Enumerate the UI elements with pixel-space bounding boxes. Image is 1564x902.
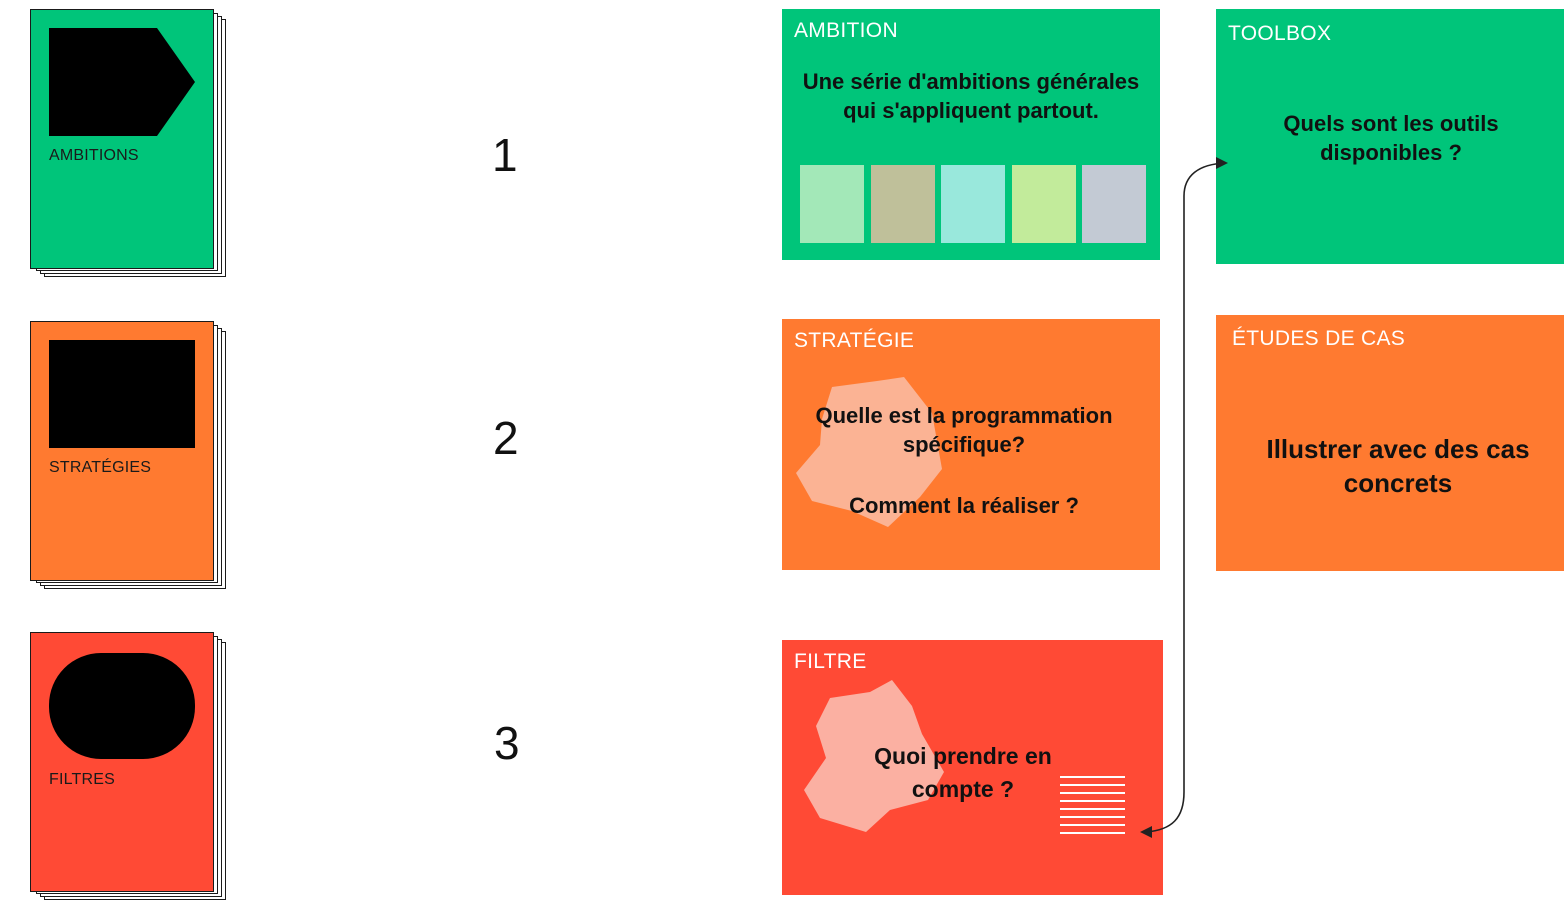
color-swatch bbox=[1012, 165, 1076, 243]
strategie-panel: STRATÉGIE Quelle est la programmation sp… bbox=[782, 319, 1160, 570]
toolbox-panel: TOOLBOX Quels sont les outils disponible… bbox=[1216, 9, 1564, 264]
etudes-de-cas-panel: ÉTUDES DE CAS Illustrer avec des cas con… bbox=[1216, 315, 1564, 571]
rectangle-icon bbox=[49, 340, 195, 448]
rounded-oval-icon bbox=[49, 653, 195, 759]
booklet-cover: AMBITIONS bbox=[30, 9, 214, 269]
color-swatch bbox=[871, 165, 935, 243]
color-swatch bbox=[941, 165, 1005, 243]
booklet-label: FILTRES bbox=[49, 771, 116, 788]
panel-text: Quels sont les outils disponibles ? bbox=[1283, 111, 1499, 166]
color-swatch bbox=[1082, 165, 1146, 243]
blob-shape bbox=[804, 680, 944, 832]
panel-text: Quelle est la programmation spécifique? bbox=[815, 403, 1113, 458]
panel-title: TOOLBOX bbox=[1228, 22, 1332, 45]
step-number: 3 bbox=[494, 717, 520, 769]
booklet-cover: STRATÉGIES bbox=[30, 321, 214, 581]
filtre-panel: FILTRE Quoi prendre en compte ? bbox=[782, 640, 1163, 895]
booklet-label: AMBITIONS bbox=[49, 147, 139, 164]
booklet-label: STRATÉGIES bbox=[49, 459, 152, 476]
booklet-strategies: STRATÉGIES bbox=[30, 321, 226, 589]
pentagon-arrow-icon bbox=[49, 28, 195, 136]
booklet-filtres: FILTRES bbox=[30, 632, 226, 900]
step-number: 2 bbox=[493, 412, 519, 464]
blob-shape bbox=[796, 377, 942, 527]
panel-text: Illustrer avec des cas concrets bbox=[1266, 434, 1530, 498]
panel-title: STRATÉGIE bbox=[794, 329, 915, 352]
booklet-cover: FILTRES bbox=[30, 632, 214, 892]
text-lines-icon bbox=[1060, 776, 1125, 840]
ambition-panel: AMBITION Une série d'ambitions générales… bbox=[782, 9, 1160, 260]
panel-title: FILTRE bbox=[794, 650, 867, 673]
panel-title: ÉTUDES DE CAS bbox=[1232, 327, 1406, 350]
panel-text: Quoi prendre en compte ? bbox=[874, 743, 1052, 802]
color-swatch bbox=[800, 165, 864, 243]
panel-text: Une série d'ambitions générales qui s'ap… bbox=[802, 69, 1140, 124]
panel-title: AMBITION bbox=[794, 19, 898, 42]
step-number: 1 bbox=[492, 129, 518, 181]
booklet-ambitions: AMBITIONS bbox=[30, 9, 226, 277]
panel-text: Comment la réaliser ? bbox=[849, 493, 1079, 518]
